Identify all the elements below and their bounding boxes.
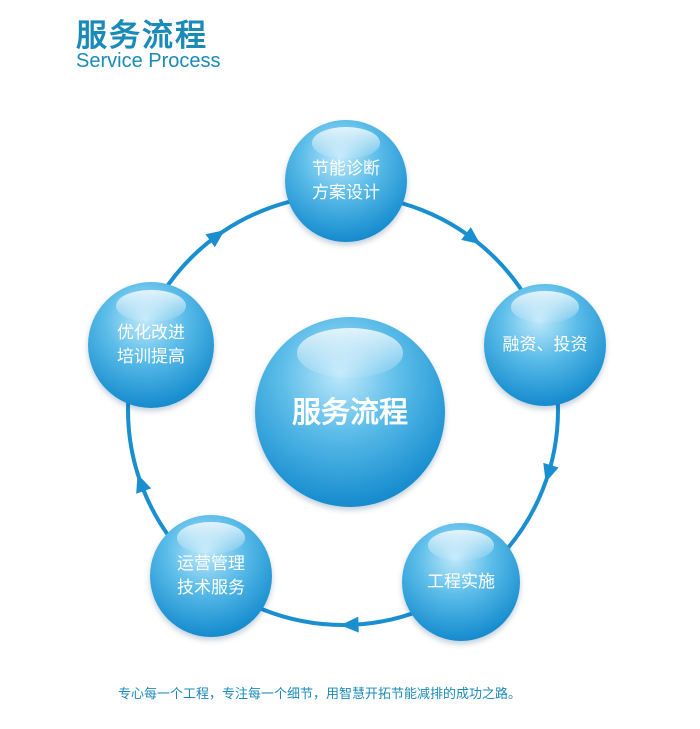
step-label: 融资、投资 — [502, 335, 588, 355]
step-node-1: 节能诊断 方案设计 — [285, 120, 407, 242]
page-subtitle: Service Process — [76, 50, 221, 72]
footer-slogan: 专心每一个工程，专注每一个细节，用智慧开拓节能减排的成功之路。 — [118, 687, 522, 702]
arrow-icon — [543, 462, 559, 483]
step-node-5: 优化改进 培训提高 — [88, 282, 214, 408]
center-label: 服务流程 — [291, 395, 408, 429]
step-label: 优化改进 培训提高 — [117, 323, 185, 367]
step-label: 节能诊断 方案设计 — [312, 159, 380, 203]
step-node-2: 融资、投资 — [484, 284, 606, 406]
arrow-icon — [136, 474, 152, 494]
step-label: 运营管理 技术服务 — [177, 554, 245, 598]
center-node: 服务流程 — [255, 317, 445, 507]
arrow-icon — [461, 227, 481, 245]
step-label: 工程实施 — [427, 572, 495, 592]
page-title: 服务流程 — [76, 18, 208, 54]
arrow-icon — [205, 230, 225, 248]
step-node-4: 运营管理 技术服务 — [150, 515, 272, 637]
step-node-3: 工程实施 — [402, 523, 520, 641]
arrow-icon — [340, 616, 359, 633]
